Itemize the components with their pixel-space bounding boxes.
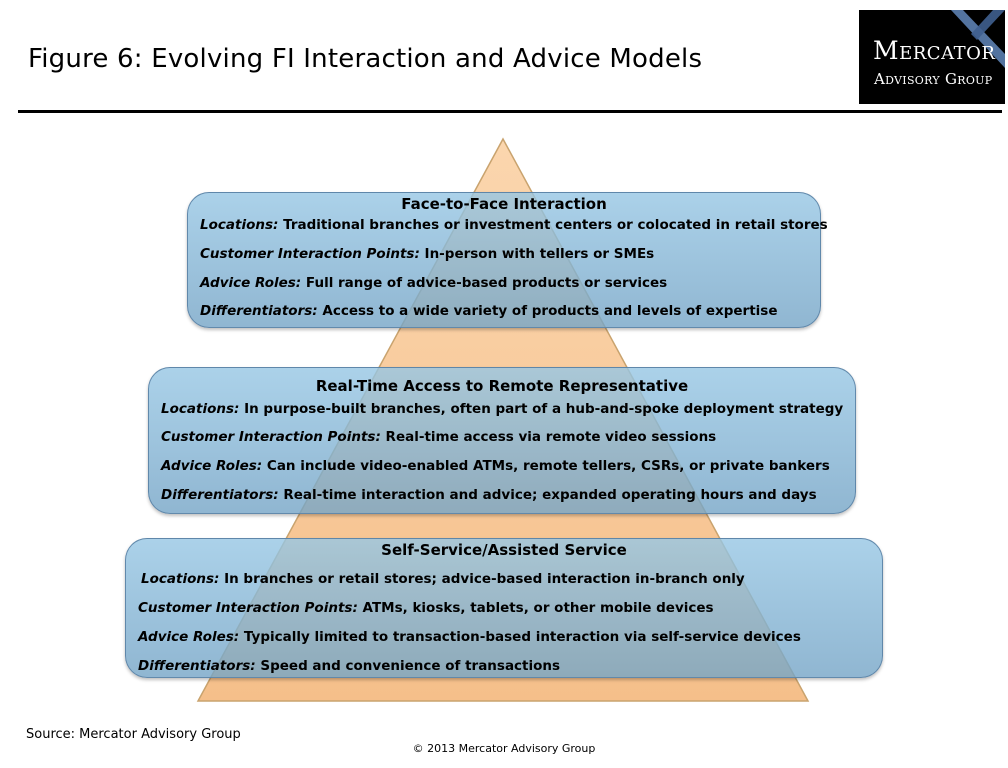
logo-text-advisory-group: Advisory Group [874,70,993,88]
tier-row-advice-roles: Advice Roles: Typically limited to trans… [138,629,801,645]
row-text: Speed and convenience of transactions [260,658,561,674]
row-text: In branches or retail stores; advice-bas… [224,571,745,587]
tier-heading: Self-Service/Assisted Service [381,541,627,559]
row-text: Typically limited to transaction-based i… [243,629,801,645]
row-text: ATMs, kiosks, tablets, or other mobile d… [362,600,714,616]
row-label: Locations: [141,571,220,587]
tier-row-differentiators: Differentiators: Access to a wide variet… [200,303,777,319]
tier-row-interaction-points: Customer Interaction Points: Real-time a… [161,429,716,445]
row-label: Differentiators: [161,487,279,503]
tier-row-differentiators: Differentiators: Real-time interaction a… [161,487,817,503]
logo-text-mercator: Mercator [873,36,996,65]
row-label: Advice Roles: [200,275,302,291]
row-label: Locations: [200,217,279,233]
row-label: Advice Roles: [138,629,240,645]
row-text: Full range of advice-based products or s… [305,275,668,291]
page-title: Figure 6: Evolving FI Interaction and Ad… [28,44,703,74]
copyright-note: © 2013 Mercator Advisory Group [412,742,596,755]
tier-row-interaction-points: Customer Interaction Points: ATMs, kiosk… [138,600,714,616]
mercator-logo: Mercator Advisory Group [859,10,1005,104]
row-text: Traditional branches or investment cente… [283,217,828,233]
tier-row-differentiators: Differentiators: Speed and convenience o… [138,658,560,674]
tier-face-to-face: Face-to-Face Interaction Locations: Trad… [187,192,828,328]
row-label: Differentiators: [138,658,256,674]
tier-heading: Face-to-Face Interaction [401,195,607,213]
row-text: Access to a wide variety of products and… [322,303,778,319]
row-label: Customer Interaction Points: [200,246,420,262]
tier-row-locations: Locations: In branches or retail stores;… [141,571,745,587]
row-label: Locations: [161,401,240,417]
title-divider [18,110,1002,113]
row-text: Real-time interaction and advice; expand… [283,487,817,503]
row-label: Customer Interaction Points: [138,600,358,616]
source-note: Source: Mercator Advisory Group [26,727,241,742]
row-text: In-person with tellers or SMEs [424,246,655,262]
row-label: Advice Roles: [161,458,263,474]
tier-row-advice-roles: Advice Roles: Full range of advice-based… [200,275,667,291]
tier-row-advice-roles: Advice Roles: Can include video-enabled … [161,458,830,474]
tier-row-locations: Locations: In purpose-built branches, of… [161,401,843,417]
logo-x-mark-icon [951,10,1005,68]
row-label: Differentiators: [200,303,318,319]
tier-heading: Real-Time Access to Remote Representativ… [315,377,689,395]
tier-real-time-access: Real-Time Access to Remote Representativ… [148,367,856,514]
row-text: Can include video-enabled ATMs, remote t… [266,458,830,474]
tier-row-locations: Locations: Traditional branches or inves… [200,217,828,233]
tier-row-interaction-points: Customer Interaction Points: In-person w… [200,246,654,262]
row-label: Customer Interaction Points: [161,429,381,445]
row-text: In purpose-built branches, often part of… [244,401,844,417]
row-text: Real-time access via remote video sessio… [385,429,717,445]
tier-self-service: Self-Service/Assisted Service Locations:… [125,538,883,678]
